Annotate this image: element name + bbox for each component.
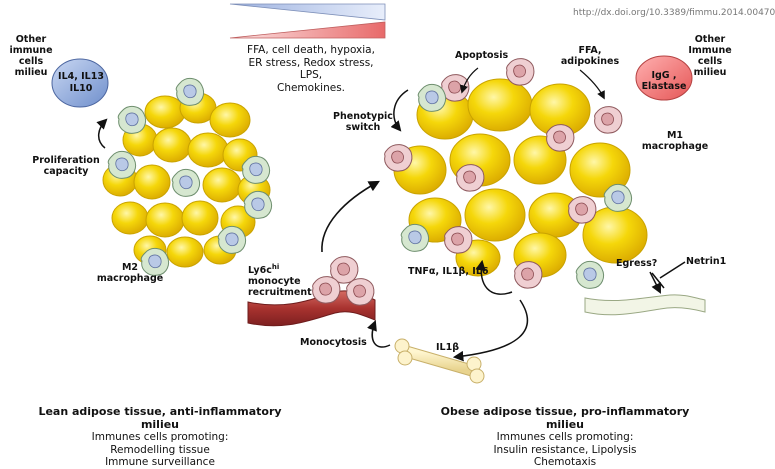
obese-other-cells-content: IgG , Elastase — [638, 70, 690, 92]
stress-label-line: Chemokines. — [276, 81, 346, 94]
lean-cytokines: IL4, IL13 IL10 — [56, 71, 106, 95]
proliferation-arrow — [96, 118, 108, 149]
egress-vessel — [584, 294, 706, 316]
label-line: Phenotypic — [333, 111, 393, 122]
obese-adipose-cluster — [384, 58, 648, 289]
anti-inflammatory-gradient — [229, 3, 386, 21]
label-line: adipokines — [560, 56, 620, 67]
cytokine-arrow — [475, 259, 513, 295]
obese-caption-title: Obese adipose tissue, pro-inflammatory m… — [440, 405, 690, 431]
title-line: Immune cells — [688, 45, 732, 67]
lean-milieu-oval — [51, 58, 109, 108]
pro-inflammatory-gradient — [229, 21, 386, 39]
caption-line: Remodelling tissue — [110, 443, 210, 456]
label-line: macrophage — [641, 141, 709, 152]
cytokine-line: IL10 — [69, 83, 93, 94]
title-line: Other — [694, 34, 726, 45]
phenotypic-switch-label: Phenotypic switch — [328, 111, 398, 133]
label-line: macrophage — [96, 273, 164, 284]
blood-vessel — [247, 290, 376, 327]
caption-line: Chemotaxis — [533, 456, 597, 468]
apoptosis-label: Apoptosis — [455, 50, 509, 61]
stress-label-line: FFA, cell death, hypoxia, — [247, 44, 375, 56]
title-line: Other — [15, 34, 47, 45]
label-line: M1 — [666, 130, 684, 141]
diagram-canvas — [51, 3, 706, 384]
obese-other-cells-title: Other Immune cells milieu — [682, 34, 738, 78]
label-line: switch — [345, 122, 381, 133]
title-line: milieu — [14, 67, 48, 78]
title-line: immune cells — [9, 45, 53, 67]
obese-milieu-oval — [635, 55, 693, 101]
stress-labels: FFA, cell death, hypoxia, ER stress, Red… — [236, 44, 386, 94]
lean-adipose-cluster — [102, 77, 273, 276]
title-line: milieu — [693, 67, 727, 78]
il1b-to-bone-arrow — [452, 299, 529, 362]
m2-macrophage-label: M2 macrophage — [95, 262, 165, 284]
apoptosis-arrow — [459, 67, 479, 94]
egress-label: Egress? — [616, 258, 658, 269]
label-line: M2 — [121, 262, 139, 273]
caption-line: Insulin resistance, Lipolysis — [493, 443, 637, 456]
label-line: capacity — [43, 166, 89, 177]
monocyte-recruitment-label: Ly6chi monocyte recruitment — [248, 262, 328, 298]
doi-link[interactable]: http://dx.doi.org/10.3389/fimmu.2014.004… — [573, 8, 775, 18]
ffa-arrow — [579, 69, 605, 100]
cytokines-label: TNFα, IL1β, IL6 — [408, 266, 489, 277]
lean-caption: Lean adipose tissue, anti-inflammatory m… — [20, 405, 300, 469]
monocytosis-label: Monocytosis — [300, 337, 367, 348]
netrin-inhibition — [651, 261, 686, 289]
ffa-adipokines-label: FFA, adipokines — [560, 45, 620, 67]
label-line: recruitment — [248, 287, 312, 299]
caption-line: Immunes cells promoting: — [91, 431, 229, 443]
label-line: Ly6chi monocyte — [248, 262, 328, 287]
content-line: IgG , — [651, 70, 677, 81]
netrin-label: Netrin1 — [686, 256, 727, 267]
caption-line: Immune surveillance — [105, 456, 215, 468]
label-suffix: monocyte — [248, 276, 301, 288]
proliferation-label: Proliferation capacity — [26, 155, 106, 177]
label-superscript: hi — [271, 263, 280, 271]
label-line: Proliferation — [32, 155, 100, 166]
monocytosis-arrow — [367, 320, 391, 348]
lean-caption-title: Lean adipose tissue, anti-inflammatory m… — [38, 405, 282, 431]
label-line: FFA, — [578, 45, 602, 56]
label-prefix: Ly6c — [248, 265, 272, 277]
phenotypic-switch-arrow — [390, 89, 409, 132]
content-line: Elastase — [641, 81, 687, 92]
egress-arrow — [649, 271, 661, 294]
m1-macrophage-label: M1 macrophage — [640, 130, 710, 152]
bone — [394, 338, 485, 384]
recruitment-arrow — [321, 180, 380, 253]
bone-il1b-label: IL1β — [436, 342, 459, 353]
obese-caption: Obese adipose tissue, pro-inflammatory m… — [420, 405, 710, 469]
stress-label-line: ER stress, Redox stress, LPS, — [248, 56, 374, 82]
caption-line: Immunes cells promoting: — [496, 431, 634, 443]
cytokine-line: IL4, IL13 — [58, 71, 104, 82]
lean-other-cells-title: Other immune cells milieu — [0, 34, 62, 78]
